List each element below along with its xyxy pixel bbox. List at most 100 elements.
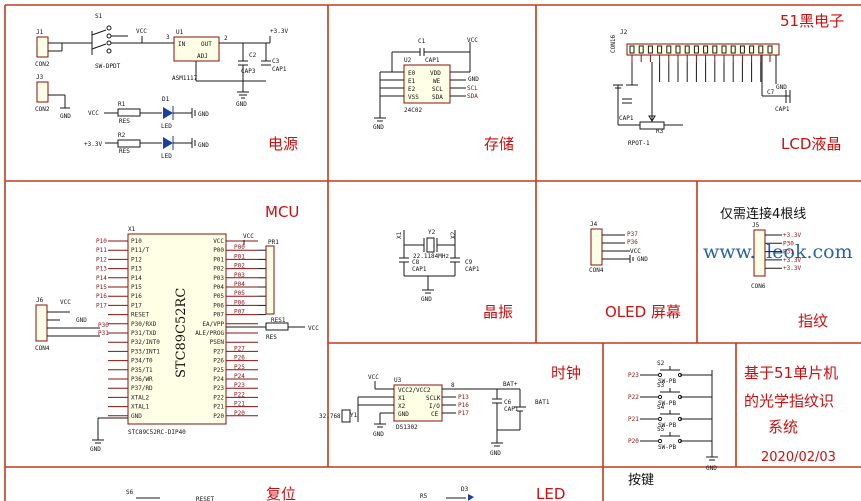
svg-text:D1: D1: [162, 96, 170, 103]
mcu-pin-label: P04: [213, 284, 224, 291]
svg-text:CON4: CON4: [589, 267, 604, 274]
svg-text:VCC: VCC: [308, 325, 319, 332]
svg-text:P31: P31: [98, 330, 109, 337]
mcu-pin-label: P23: [213, 385, 224, 392]
mcu-net-label: P20: [234, 410, 245, 417]
svg-text:CAP3: CAP3: [241, 68, 256, 75]
svg-text:C9: C9: [465, 259, 473, 266]
svg-text:GND: GND: [236, 101, 247, 108]
mcu-net-label: P23: [234, 382, 245, 389]
power-section-label: 电源: [268, 135, 298, 153]
mcu-pin-label: P13: [131, 266, 142, 273]
lcd-section-label: LCD液晶: [781, 135, 841, 153]
mcu-pin-label: GND: [131, 413, 142, 420]
svg-text:C2: C2: [249, 52, 257, 59]
svg-text:P17: P17: [458, 410, 469, 417]
svg-text:LED: LED: [161, 123, 172, 130]
svg-text:GND: GND: [60, 113, 71, 120]
svg-text:P37: P37: [627, 231, 638, 238]
svg-text:32.768: 32.768: [319, 413, 341, 420]
svg-text:D3: D3: [461, 486, 469, 493]
mcu-circuit: X1 STC89C52RC STC89C52RC-DIP40 P10P10P11…: [35, 226, 319, 453]
mcu-chip-name: STC89C52RC: [174, 288, 189, 378]
svg-text:I/O: I/O: [429, 403, 440, 410]
svg-text:BAT+: BAT+: [503, 381, 518, 388]
svg-text:P30: P30: [98, 322, 109, 329]
clock-section-label: 时钟: [551, 364, 581, 382]
eeprom-u2: [403, 64, 451, 104]
oled-connector-circuit: J4 CON4 P37 P36 VCC GND: [589, 221, 648, 274]
svg-text:E0: E0: [408, 70, 416, 77]
svg-text:S6: S6: [126, 489, 134, 496]
mcu-net-label: P17: [96, 302, 107, 309]
mcu-net-label: P14: [96, 275, 107, 282]
svg-text:C6: C6: [504, 399, 512, 406]
svg-text:RES: RES: [119, 118, 130, 125]
svg-text:CAP1: CAP1: [775, 106, 790, 113]
mcu-net-label: P11: [96, 247, 107, 254]
svg-text:CON2: CON2: [35, 61, 50, 68]
svg-text:S1: S1: [95, 13, 103, 20]
svg-text:VDD: VDD: [430, 70, 441, 77]
mcu-pin-label: P22: [213, 394, 224, 401]
fingerprint-net-label: +3.3V: [783, 257, 801, 264]
svg-text:J1: J1: [36, 29, 44, 36]
mcu-pin-label: P31/TXD: [131, 330, 157, 337]
mcu-left-pins: P10P10P11/TP11P12P12P13P13P14P14P15P15P1…: [96, 238, 160, 420]
key-net-label: P23: [628, 372, 639, 379]
svg-text:CAP1: CAP1: [272, 66, 287, 73]
svg-text:J2: J2: [620, 29, 628, 36]
svg-text:GND: GND: [373, 431, 384, 438]
mcu-pin-label: EA/VPP: [202, 321, 224, 328]
svg-text:GND: GND: [398, 411, 409, 418]
mcu-pin-label: P35/T1: [131, 367, 153, 374]
mcu-pin-label: P06: [213, 302, 224, 309]
oled-connector-j4: [590, 228, 603, 266]
svg-text:OUT: OUT: [201, 41, 212, 48]
key-net-label: P22: [628, 394, 639, 401]
svg-text:P36: P36: [627, 239, 638, 246]
svg-text:J6: J6: [36, 297, 44, 304]
svg-text:X1: X1: [128, 226, 136, 233]
fingerprint-net-label: P31: [783, 249, 794, 256]
fingerprint-connector-j5: [753, 229, 766, 277]
mcu-pin-label: P00: [213, 247, 224, 254]
rtc-u3: [393, 384, 443, 422]
title-line-2: 的光学指纹识: [744, 392, 834, 410]
storage-section-label: 存储: [484, 135, 514, 153]
svg-text:C3: C3: [272, 58, 280, 65]
svg-text:J5: J5: [752, 222, 760, 229]
mcu-net-label: P25: [234, 364, 245, 371]
svg-text:CON16: CON16: [610, 35, 617, 53]
svg-text:CAP1: CAP1: [619, 115, 634, 122]
bottom-partial-components: S6 RESET R5 D3: [126, 486, 474, 501]
mcu-net-label: P01: [234, 253, 245, 260]
power-circuit: J1 CON2 S1 SW-DPDT VCC 3 U1 IN OUT ADJ A…: [35, 13, 288, 160]
svg-text:U2: U2: [404, 57, 412, 64]
mcu-chip: [127, 233, 227, 425]
svg-text:RES: RES: [119, 148, 130, 155]
svg-text:LED: LED: [161, 153, 172, 160]
svg-text:GND: GND: [468, 76, 479, 83]
power-jack-j1: [36, 36, 49, 58]
fingerprint-net-label: P30: [783, 240, 794, 247]
svg-text:R5: R5: [420, 493, 428, 500]
svg-text:C7: C7: [767, 89, 775, 96]
svg-text:SCLK: SCLK: [426, 395, 441, 402]
mcu-net-label: P15: [96, 284, 107, 291]
svg-text:GND: GND: [490, 450, 501, 457]
fingerprint-note: 仅需连接4根线: [720, 206, 806, 222]
mcu-net-label: P04: [234, 281, 245, 288]
svg-text:RPOT-1: RPOT-1: [628, 140, 650, 147]
svg-text:R1: R1: [118, 101, 126, 108]
svg-text:VSS: VSS: [408, 94, 419, 101]
svg-text:IN: IN: [178, 41, 186, 48]
svg-text:VCC2/VCC2: VCC2/VCC2: [398, 387, 431, 394]
svg-text:GND: GND: [198, 111, 209, 118]
svg-text:CE: CE: [431, 411, 439, 418]
mcu-pin-label: P15: [131, 284, 142, 291]
mcu-pin-label: P30/RXD: [131, 321, 157, 328]
mcu-pin-label: P10: [131, 238, 142, 245]
svg-text:SDA: SDA: [467, 93, 478, 100]
key-part: SW-PB: [658, 400, 676, 407]
